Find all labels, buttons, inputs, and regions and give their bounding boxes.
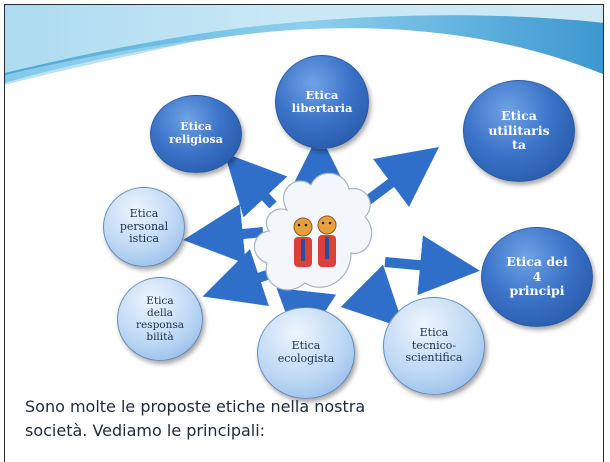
caption-line-2: società. Vediamo le principali: <box>25 421 266 440</box>
bubble-libertaria-label: Etica libertaria <box>291 87 353 115</box>
bubble-utilitarista-label: Etica utilitaris ta <box>488 108 550 153</box>
arrow-to-tecnico-scientifica <box>340 264 405 329</box>
caption-line-1: Sono molte le proposte etiche nella nost… <box>25 397 366 416</box>
bubble-utilitarista: Etica utilitaris ta <box>463 80 575 182</box>
bubble-responsabilita-label: Etica della responsa bilità <box>135 294 185 344</box>
bubble-responsabilita: Etica della responsa bilità <box>117 277 203 361</box>
wave-light <box>5 5 603 73</box>
bubble-ecologista: Etica ecologista <box>257 307 355 399</box>
arrow-to-personalistica <box>183 204 264 264</box>
bubble-quattro-principi: Etica dei 4 principi <box>481 227 593 327</box>
bubble-personalistica: Etica personal istica <box>103 187 185 267</box>
bubble-quattro-principi-label: Etica dei 4 principi <box>506 254 568 299</box>
caption: Sono molte le proposte etiche nella nost… <box>25 395 585 443</box>
bubble-religiosa-label: Etica religiosa <box>169 120 223 146</box>
arrow-to-quattro-principi <box>384 235 480 296</box>
slide-frame: Etica libertaria Etica religiosa Etica u… <box>4 4 604 462</box>
bubble-libertaria: Etica libertaria <box>275 55 369 149</box>
bubble-personalistica-label: Etica personal istica <box>119 207 169 246</box>
arrow-to-responsabilita <box>202 249 269 306</box>
bubble-tecnico-scientifica: Etica tecnico- scientifica <box>383 297 485 395</box>
arrow-to-religiosa <box>224 153 288 218</box>
bubble-tecnico-scientifica-label: Etica tecnico- scientifica <box>405 326 463 365</box>
bubble-religiosa: Etica religiosa <box>150 95 242 173</box>
center-people-cloud-icon <box>253 172 373 291</box>
header-wave <box>5 5 603 351</box>
bubble-ecologista-label: Etica ecologista <box>277 339 335 365</box>
